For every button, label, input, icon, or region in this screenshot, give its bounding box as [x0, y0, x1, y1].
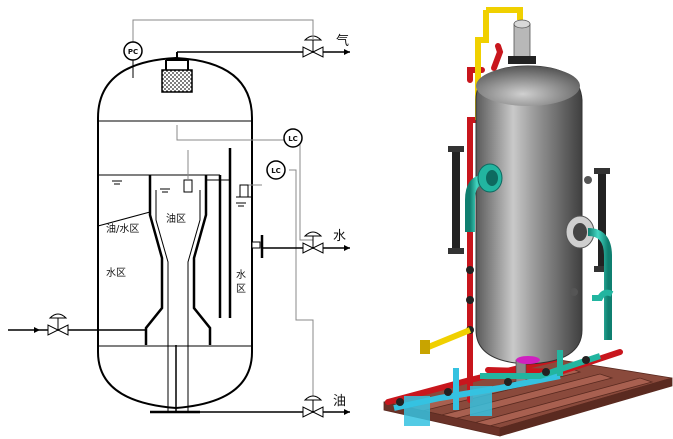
pc-instrument: [123, 41, 143, 61]
zone-oil-label: 油区: [166, 212, 186, 225]
gas-outlet-label: 气: [336, 33, 349, 49]
separator-3d-rendering: [383, 7, 673, 437]
lc-lower-instrument: [266, 160, 286, 180]
vessel-shell: [97, 56, 253, 410]
right-level-gauge: [598, 170, 606, 270]
water-valve[interactable]: [302, 231, 324, 254]
pc-instrument-label: PC: [128, 48, 138, 56]
lc-lower-label: LC: [271, 167, 281, 175]
left-level-gauge: [452, 148, 460, 252]
inlet-nozzle-teal: [465, 163, 503, 232]
zone-oil-water-label: 油/水区: [106, 222, 139, 235]
oil-outlet-label: 油: [333, 394, 346, 409]
water-outlet-label: 水: [333, 229, 346, 244]
lc-upper-label: LC: [288, 135, 298, 143]
zone-water-left-label: 水区: [106, 267, 126, 279]
yellow-pipes: [424, 7, 523, 351]
mist-extractor: [161, 69, 193, 93]
top-vent-column: [513, 23, 531, 61]
oil-valve[interactable]: [302, 395, 324, 418]
inlet-valve[interactable]: [47, 313, 69, 336]
zone-water-right-top-label: 水: [236, 269, 246, 281]
lc-upper-instrument: [283, 128, 303, 148]
schematic-diagram: 气 PC LC LC: [8, 19, 350, 418]
lc-upper-signal-line: [176, 125, 286, 141]
vessel-top-dome: [476, 66, 580, 106]
zone-water-right-bottom-label: 区: [236, 283, 246, 295]
outlet-nozzle-teal: [565, 215, 614, 340]
oil-bucket: [144, 175, 212, 345]
pc-signal-line: [132, 19, 314, 42]
vessel-body: [475, 65, 583, 365]
